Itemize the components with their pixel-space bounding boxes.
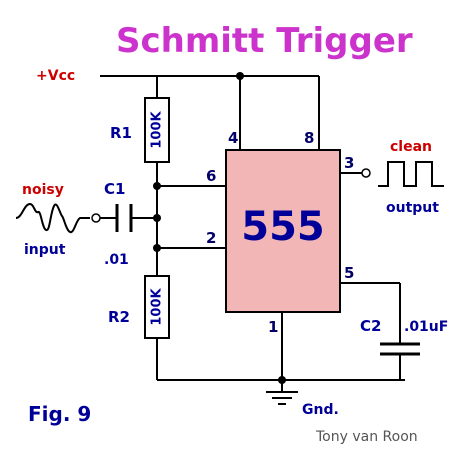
author-credit: Tony van Roon [315, 429, 418, 445]
output-terminal [361, 168, 371, 178]
pin-4-number: 4 [228, 129, 238, 147]
r2-name: R2 [108, 308, 130, 326]
pin-5-number: 5 [344, 264, 354, 282]
input-terminal [91, 213, 101, 223]
ic-label: 555 [241, 204, 325, 250]
diagram-title: Schmitt Trigger [116, 21, 413, 61]
output-label-clean: clean [390, 139, 432, 155]
ground-label: Gnd. [302, 402, 339, 418]
pin-2-number: 2 [206, 229, 216, 247]
node-pin2-junction-dot [153, 244, 161, 252]
clean-waveform-icon [378, 161, 444, 187]
pin-8-number: 8 [304, 129, 314, 147]
node-pin6-junction-dot [153, 182, 161, 190]
c2-capacitor [380, 342, 420, 356]
supply-label: +Vcc [36, 68, 75, 84]
r1-value: 100K [150, 110, 165, 148]
ground-junction-dot [278, 376, 286, 384]
c1-name: C1 [104, 180, 125, 198]
r2-resistor-body [144, 275, 170, 339]
pin-numbers: 4 8 6 2 3 5 1 [206, 129, 354, 336]
ic-555-body [225, 149, 341, 313]
figure-label: Fig. 9 [28, 402, 91, 426]
pin-3-number: 3 [344, 154, 354, 172]
junctions [153, 72, 286, 384]
c2-value: .01uF [404, 319, 448, 335]
c1-capacitor [115, 204, 133, 232]
c1-value: .01 [104, 252, 129, 268]
r1-resistor-body [144, 97, 170, 163]
c2-name: C2 [360, 317, 381, 335]
node-c1-junction-dot [153, 214, 161, 222]
vcc-junction-dot [236, 72, 244, 80]
pin-6-number: 6 [206, 167, 216, 185]
output-label-output: output [386, 200, 439, 216]
r2-value: 100K [150, 287, 165, 325]
noisy-waveform-icon [15, 202, 90, 234]
r1-name: R1 [110, 124, 132, 142]
ground-icon [266, 391, 298, 405]
input-label-input: input [24, 242, 66, 258]
input-label-noisy: noisy [22, 182, 64, 198]
pin-1-number: 1 [268, 318, 278, 336]
